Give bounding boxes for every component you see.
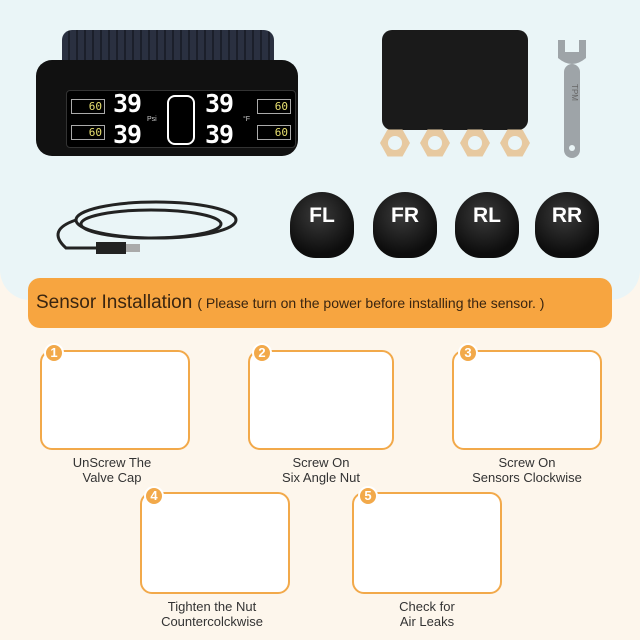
temp-fl: 60 bbox=[71, 99, 105, 114]
step-2-label: Screw On Six Angle Nut bbox=[281, 455, 361, 485]
step-3-illustration bbox=[452, 350, 602, 450]
step-3-number: 3 bbox=[458, 343, 478, 363]
installation-banner: Sensor Installation ( Please turn on the… bbox=[28, 278, 612, 328]
step-2-number: 2 bbox=[252, 343, 272, 363]
pressure-rl: 39 bbox=[113, 120, 142, 149]
sensor-cap-rl: RL bbox=[455, 192, 519, 258]
wrench-icon: TPM bbox=[552, 40, 592, 160]
hex-nut-icon bbox=[460, 129, 490, 157]
sensor-cap-rr: RR bbox=[535, 192, 599, 258]
lcd-screen: 60 60 39 39 Psi 39 39 °F 60 60 bbox=[66, 90, 296, 148]
hex-nut-icon bbox=[380, 129, 410, 157]
hex-nut-icon bbox=[500, 129, 530, 157]
step-1-label: UnScrew The Valve Cap bbox=[72, 455, 152, 485]
banner-note: ( Please turn on the power before instal… bbox=[197, 295, 545, 311]
step-1-number: 1 bbox=[44, 343, 64, 363]
pressure-fl: 39 bbox=[113, 89, 142, 118]
hex-nut-icon bbox=[420, 129, 450, 157]
step-4-label: Tighten the Nut Countercolckwise bbox=[161, 599, 263, 629]
step-4-illustration bbox=[140, 492, 290, 594]
temp-fr: 60 bbox=[257, 99, 291, 114]
step-5-label: Check for Air Leaks bbox=[399, 599, 455, 629]
step-5-illustration bbox=[352, 492, 502, 594]
step-3-label: Screw On Sensors Clockwise bbox=[472, 455, 582, 485]
wrench-label: TPM bbox=[569, 84, 579, 101]
temp-rr: 60 bbox=[257, 125, 291, 140]
temp-rl: 60 bbox=[71, 125, 105, 140]
step-4-number: 4 bbox=[144, 486, 164, 506]
pressure-rr: 39 bbox=[205, 120, 234, 149]
step-1-illustration bbox=[40, 350, 190, 450]
unit-temp: °F bbox=[243, 116, 251, 123]
sensor-cap-fr: FR bbox=[373, 192, 437, 258]
unit-psi: Psi bbox=[147, 116, 157, 123]
adhesive-pad bbox=[382, 30, 528, 130]
step-5-number: 5 bbox=[358, 486, 378, 506]
sensor-cap-fl: FL bbox=[290, 192, 354, 258]
usb-cable-icon bbox=[36, 190, 246, 260]
pressure-fr: 39 bbox=[205, 89, 234, 118]
car-icon bbox=[167, 95, 195, 145]
banner-title: Sensor Installation bbox=[36, 292, 193, 313]
step-2-illustration bbox=[248, 350, 394, 450]
